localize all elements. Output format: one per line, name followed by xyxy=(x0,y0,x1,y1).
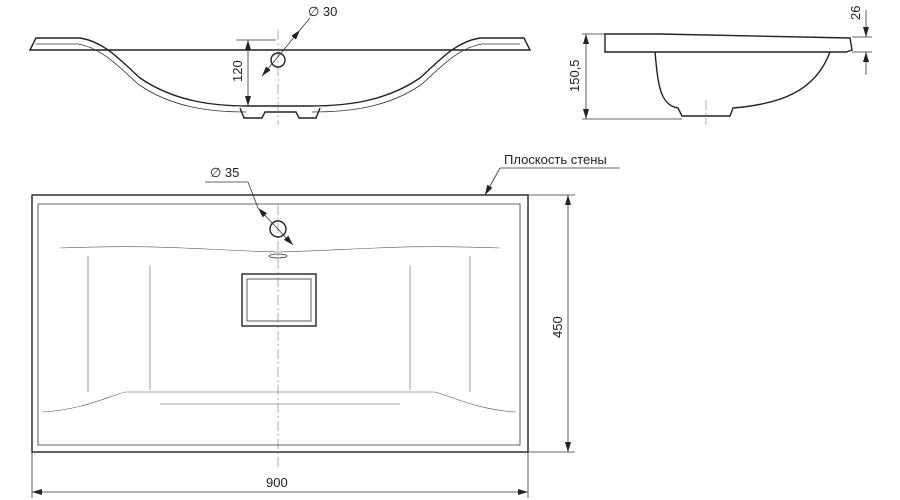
section-depth-dim: 120 xyxy=(230,60,245,82)
side-view: 150,5 26 xyxy=(567,6,872,125)
section-view: ∅ 30 120 xyxy=(28,4,532,125)
front-hole-diameter: ∅ 35 xyxy=(210,165,239,180)
wall-plane-label: Плоскость стены xyxy=(504,152,607,167)
front-width-dim: 900 xyxy=(266,475,288,490)
front-depth-dim: 450 xyxy=(550,316,565,338)
side-rim-dim: 26 xyxy=(848,6,863,20)
front-view: ∅ 35 Плоскость стены 450 900 xyxy=(31,152,620,498)
side-height-dim: 150,5 xyxy=(567,59,582,92)
section-hole-diameter: ∅ 30 xyxy=(308,4,337,19)
